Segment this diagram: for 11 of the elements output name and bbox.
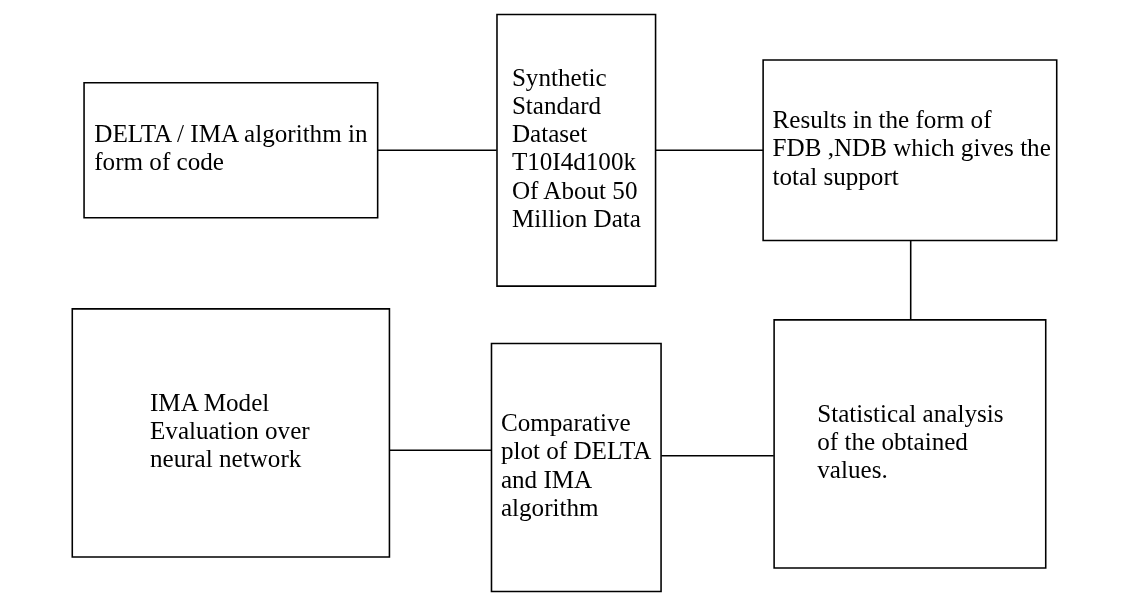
- connector: [909, 240, 911, 321]
- node-box: Results in the form of FDB ,NDB which gives the total support: [761, 59, 1057, 242]
- node-box: Statistical analysis of the obtained values.: [772, 319, 1046, 569]
- connector: [388, 449, 492, 451]
- node-box: Synthetic Standard Dataset T10I4d100k Of About 50 Million Data: [495, 13, 656, 287]
- node-box: IMA Model Evaluation over neural network: [71, 308, 390, 558]
- node-box: DELTA / IMA algorithm in form of code: [82, 82, 378, 219]
- node-box: Comparative plot of DELTA and IMA algorithm: [490, 342, 662, 593]
- connector: [654, 149, 764, 152]
- connector: [660, 454, 774, 457]
- connector: [376, 149, 497, 152]
